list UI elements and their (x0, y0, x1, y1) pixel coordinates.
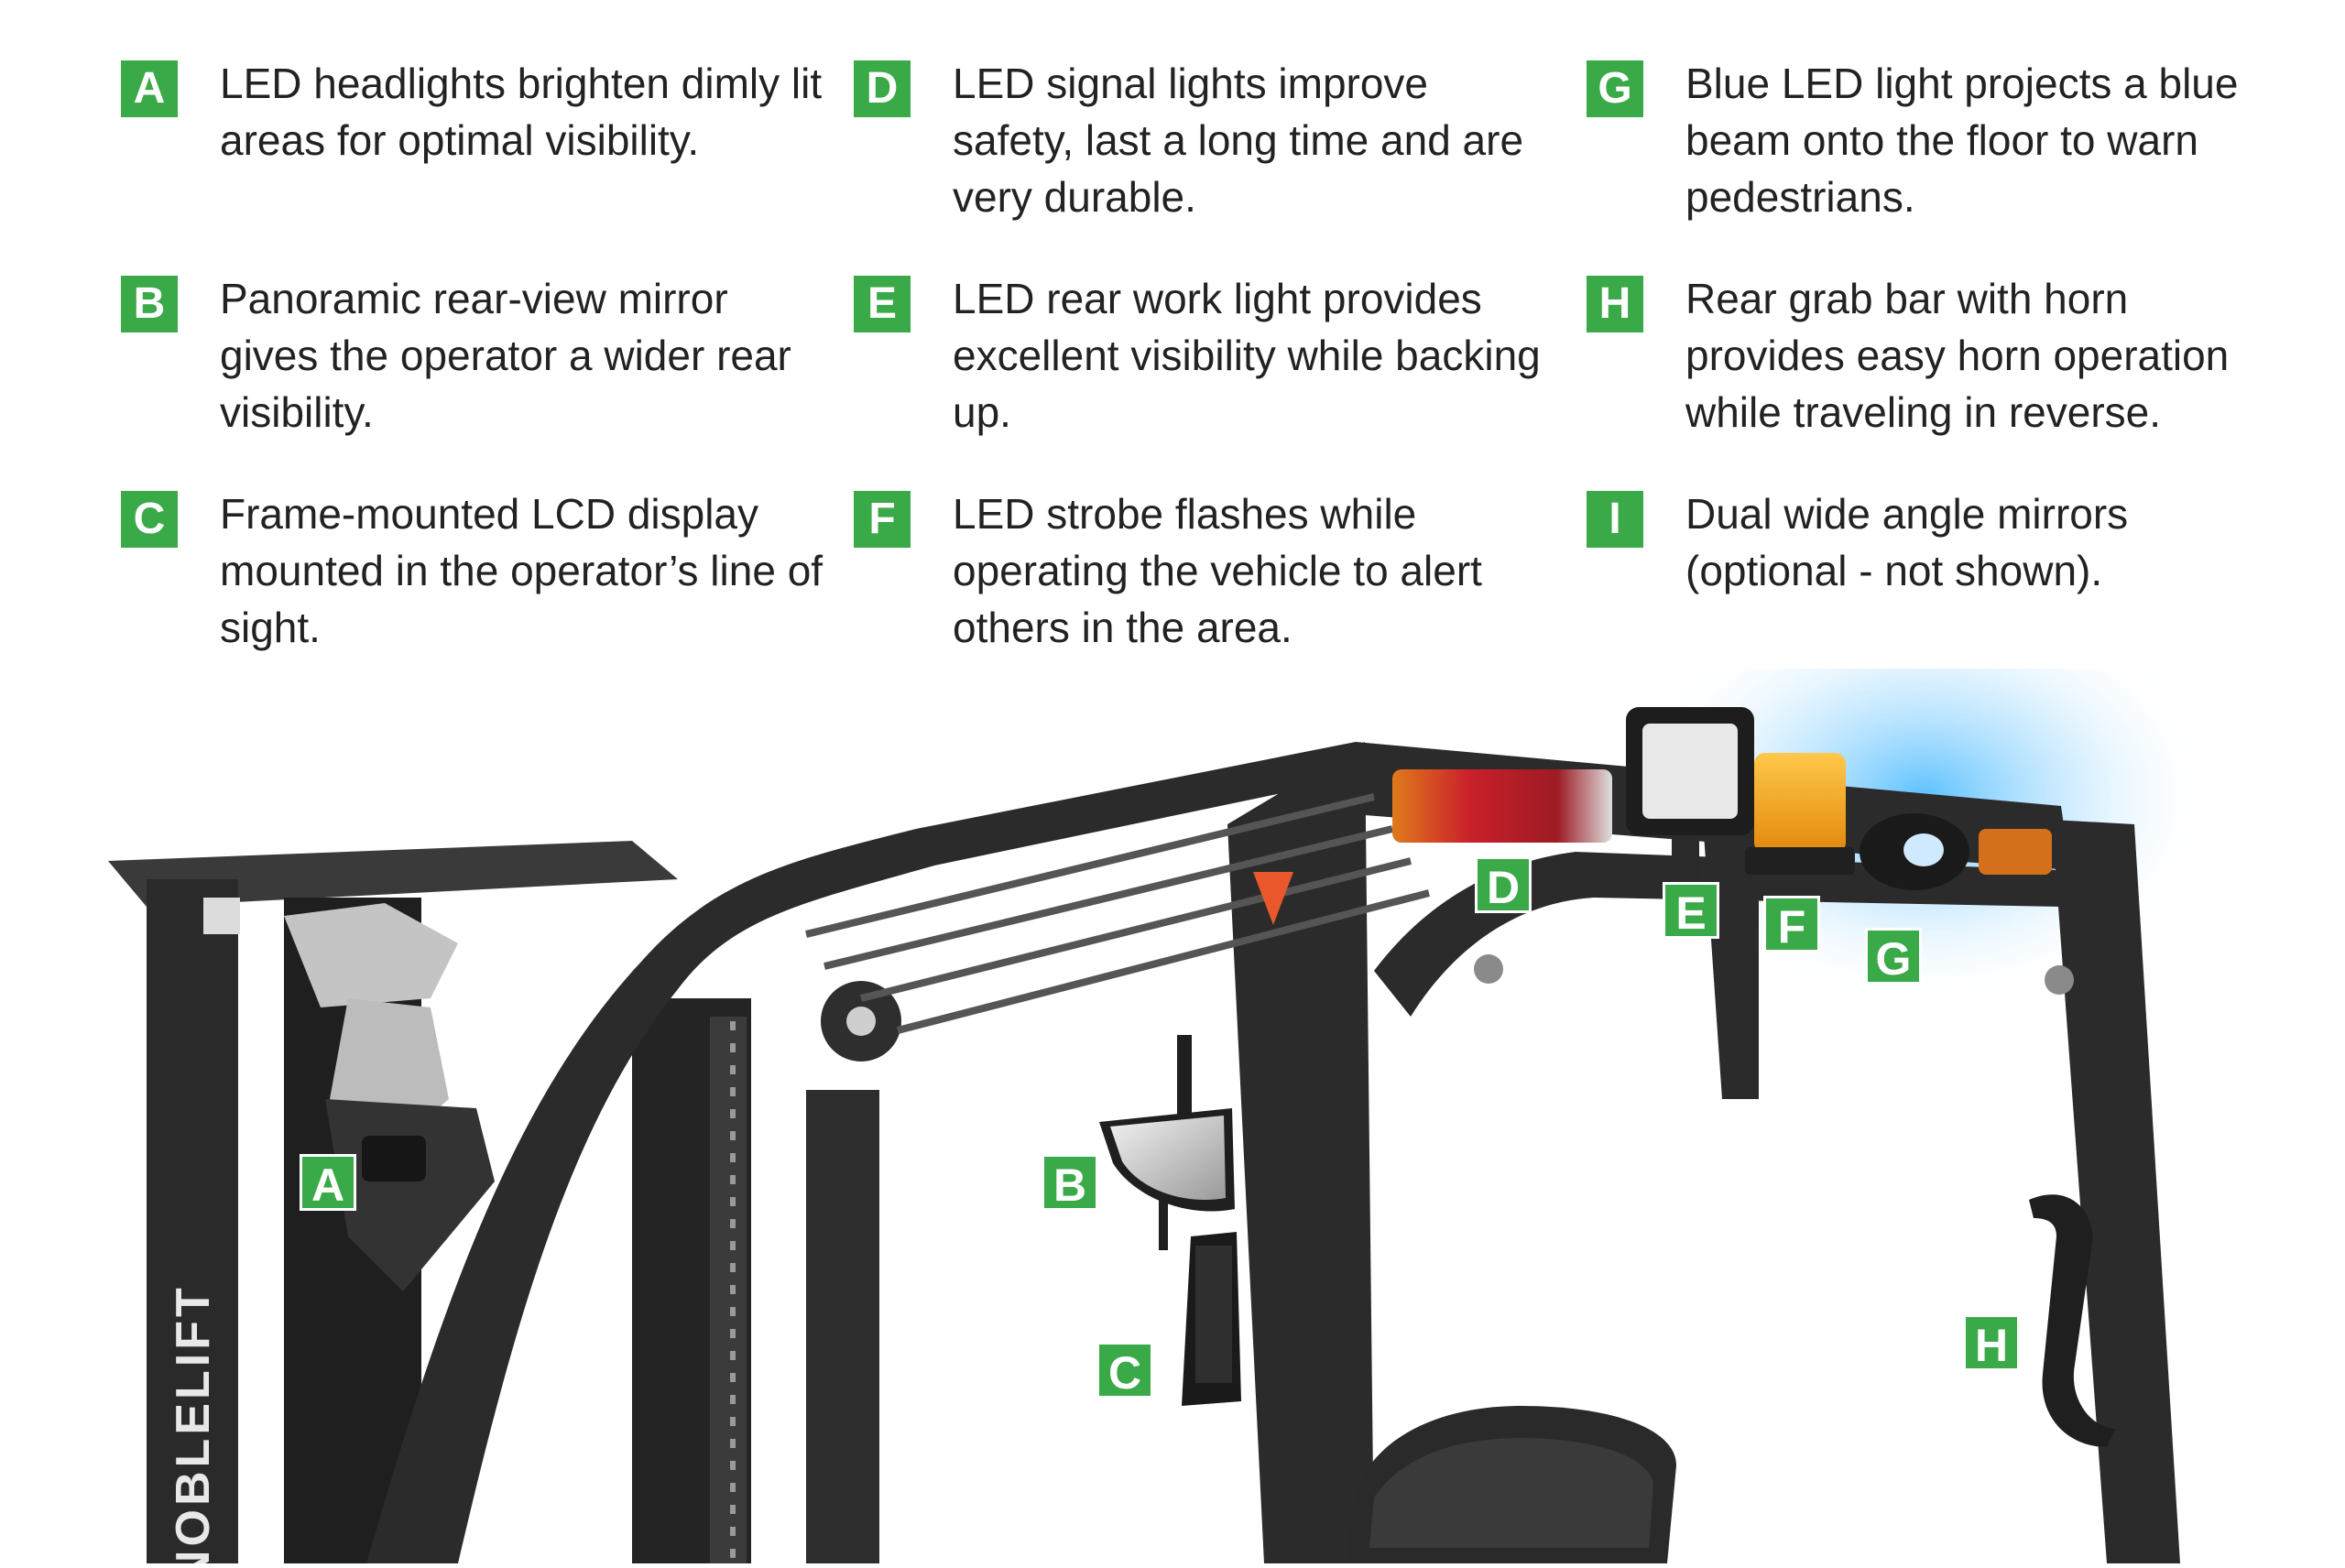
feature-text: LED headlights brighten dimly lit areas … (220, 60, 823, 164)
work-light (1626, 707, 1754, 881)
feature-text: LED signal lights improve safety, last a… (953, 60, 1524, 221)
feature-text: LED rear work light provides excellent v… (953, 275, 1541, 436)
lcd-display (1159, 1195, 1241, 1406)
callout-b: B (1042, 1154, 1098, 1211)
grab-bar (2029, 1194, 2116, 1447)
feature-badge: B (121, 276, 178, 332)
strobe-light (1745, 753, 1855, 875)
forklift-photo: NOBLELIFT (0, 586, 2345, 1568)
feature-badge: D (854, 60, 911, 117)
roof-slats (805, 793, 1431, 1034)
feature-text: Blue LED light projects a blue beam onto… (1685, 60, 2239, 221)
headlight-bracket (284, 903, 495, 1291)
feature-badge: I (1587, 491, 1643, 548)
feature-text: Frame-mounted LCD display mounted in the… (220, 490, 823, 651)
feature-text: LED strobe flashes while operating the v… (953, 490, 1482, 651)
rear-signal-light (1979, 829, 2052, 875)
callout-h: H (1963, 1314, 2020, 1371)
feature-badge: C (121, 491, 178, 548)
feature-badge: G (1587, 60, 1643, 117)
feature-list: A LED headlights brighten dimly lit area… (0, 0, 2345, 669)
callout-d: D (1475, 856, 1532, 913)
mast-brand-text: NOBLELIFT (167, 1284, 220, 1563)
feature-badge: F (854, 491, 911, 548)
feature-badge: H (1587, 276, 1643, 332)
callout-f: F (1763, 896, 1820, 953)
feature-text: Rear grab bar with horn provides easy ho… (1685, 275, 2230, 436)
callout-c: C (1096, 1342, 1153, 1399)
forklift-illustration: NOBLELIFT (108, 586, 2217, 1568)
signal-light-bar (1392, 769, 1612, 843)
warning-triangle (1253, 872, 1293, 925)
feature-badge: A (121, 60, 178, 117)
feature-text: Panoramic rear-view mirror gives the ope… (220, 275, 791, 436)
bolt (1474, 954, 1503, 984)
rear-view-mirror (1099, 1035, 1235, 1212)
callout-g: G (1865, 928, 1922, 985)
feature-badge: E (854, 276, 911, 332)
blue-light (1860, 813, 1969, 890)
callout-e: E (1663, 882, 1719, 939)
feature-text: Dual wide angle mirrors (optional - not … (1685, 490, 2129, 594)
bolt (2045, 965, 2074, 995)
callout-a: A (300, 1154, 356, 1211)
seat (1347, 1406, 1676, 1563)
